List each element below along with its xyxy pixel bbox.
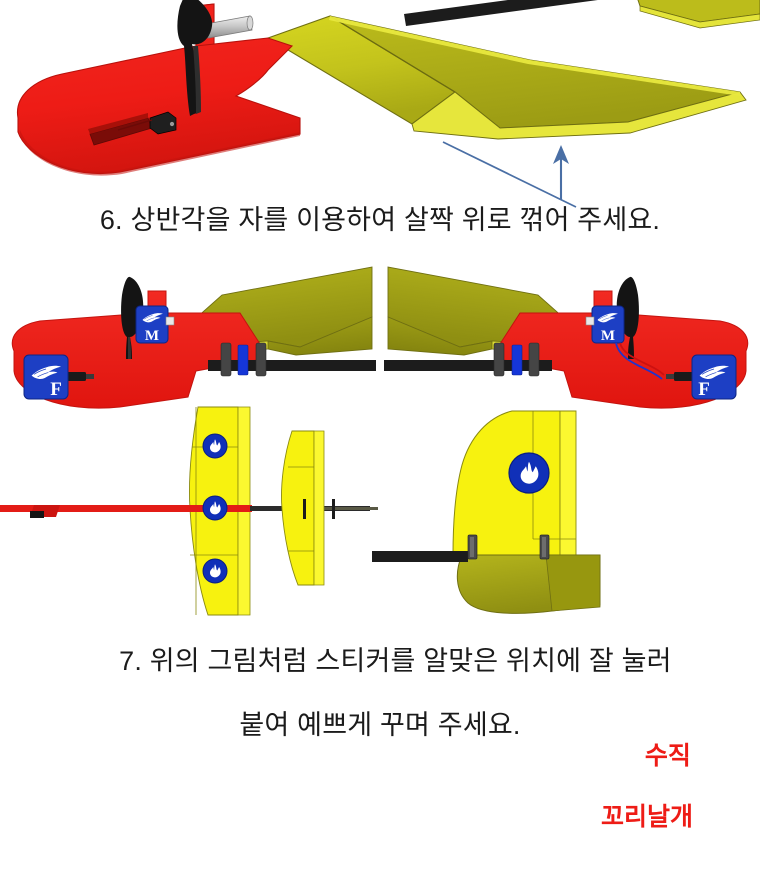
tail-stabilizer-right-panel (545, 554, 601, 612)
right-view-propeller (616, 276, 639, 359)
sticker-letter-f-left: F (50, 379, 62, 400)
right-view-tail-boom (384, 360, 552, 371)
fuselage (16, 3, 301, 176)
sticker-square-m-left: M (135, 305, 169, 344)
sticker-square-f-left: F (23, 354, 69, 400)
step7-caption-line1: 7. 위의 그림처럼 스티커를 알맞은 위치에 잘 눌러 (119, 645, 672, 676)
sticker-letter-m-right: M (601, 328, 615, 344)
tail-fin-mount-clips (467, 534, 550, 560)
sticker-square-m-right: M (591, 305, 625, 344)
left-view-propeller (121, 276, 144, 359)
vertical-tail-callout-line2: 꼬리날개 (600, 802, 693, 831)
sticker-round-wing-center (202, 495, 228, 521)
step7-figure-area: M F (0, 255, 760, 831)
plan-tail-boom-tip (320, 507, 378, 510)
right-view-motor-wires (615, 342, 665, 380)
vertical-tail-view (372, 410, 601, 614)
tail-view-boom (372, 551, 468, 562)
sticker-letter-f-right: F (698, 379, 710, 400)
step7-caption: 7. 위의 그림처럼 스티커를 알맞은 위치에 잘 눌러 붙여 예쁘게 꾸며 주… (0, 614, 760, 805)
right-side-view: M F (384, 266, 749, 409)
step6-caption: 6. 상반각을 자를 이용하여 살짝 위로 꺾어 주세요. (99, 205, 661, 235)
sticker-round-wing-lower (202, 558, 228, 584)
sticker-round-wing-upper (202, 433, 228, 459)
right-view-motor-nub (585, 316, 595, 326)
sticker-letter-m-left: M (145, 328, 159, 344)
right-view-wing-clamps (493, 342, 540, 377)
tail-fin-right-face (559, 410, 577, 556)
wing-dihedral-bend-figure (0, 0, 760, 210)
right-view-plug (666, 374, 674, 379)
left-view-tail-boom (208, 360, 376, 371)
plan-horizontal-stabilizer (281, 430, 315, 586)
sticker-placement-figure: M F (0, 255, 760, 616)
dihedral-leader-line (442, 141, 577, 208)
battery-connector (117, 111, 177, 135)
far-wing-tip (637, 0, 760, 29)
left-view-motor-nub (165, 316, 175, 326)
tail-boom (404, 0, 598, 26)
plan-stabilizer-panel-lines (288, 466, 314, 552)
plan-fuselage-red-spine-2 (128, 505, 252, 512)
step7-caption-line2: 붙여 예쁘게 꾸며 주세요. (239, 709, 521, 740)
instruction-page: 6. 상반각을 자를 이용하여 살짝 위로 꺾어 주세요. (0, 0, 760, 831)
propeller (177, 0, 213, 116)
step6-figure-area (0, 0, 760, 208)
left-side-view: M F (11, 266, 376, 409)
sticker-round-fin (508, 452, 550, 494)
plan-stabilizer-mounts (303, 499, 335, 519)
left-view-plug (86, 374, 94, 379)
left-view-connector (64, 372, 86, 381)
left-view-wing-clamps (220, 342, 267, 377)
plan-fuselage-red-spine (0, 505, 128, 512)
top-plan-view (0, 406, 378, 616)
dihedral-up-arrow (553, 145, 569, 200)
right-view-connector (674, 372, 696, 381)
plan-stabilizer-right-half (313, 430, 325, 586)
plan-nose-block (30, 511, 44, 518)
main-wing (266, 15, 747, 140)
sticker-square-f-right: F (691, 354, 737, 400)
